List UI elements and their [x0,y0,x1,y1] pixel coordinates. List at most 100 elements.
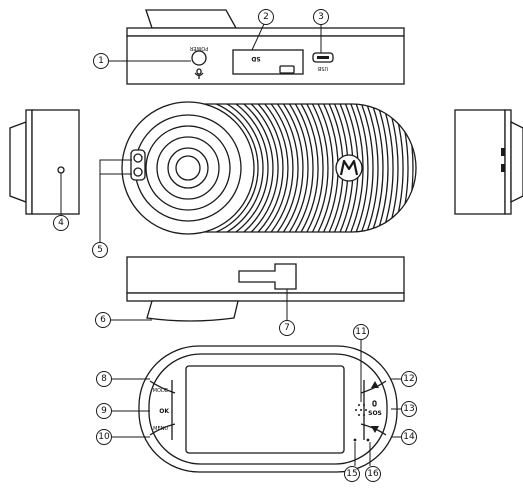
callout-3: 3 [313,9,329,25]
lens-center [175,155,201,181]
heatsink-rib [276,104,299,232]
callout-2: 2 [258,9,274,25]
heatsink-rib [250,104,279,232]
svg-text:12: 12 [403,374,414,384]
right-clip-a [501,148,505,156]
svg-text:7: 7 [284,323,290,333]
right-side-view [454,109,523,215]
heatsink-rib [300,104,319,232]
heatsink-rib [257,104,284,232]
callout-13: 13 [401,401,417,417]
svg-text:2: 2 [263,12,269,22]
left-mount [9,121,27,203]
heatsink-rib [264,104,289,232]
callout-5: 5 [92,242,108,258]
heatsink-rib [371,104,384,232]
callout-16: 16 [365,466,381,482]
top-view: POWER SD USB [126,9,405,85]
svg-text:9: 9 [101,406,107,416]
sd-latch [279,65,295,74]
sos-label: SOS [368,410,382,417]
motorola-logo-icon [335,154,363,182]
heatsink-rib [311,104,329,232]
reset-hole [57,166,65,174]
callout-11: 11 [353,324,369,340]
svg-text:15: 15 [346,469,357,479]
svg-text:13: 13 [403,404,414,414]
speaker-grille [355,404,367,416]
right-mount [510,120,523,204]
lens-glass [167,147,209,189]
callout-9: 9 [96,403,112,419]
svg-text:11: 11 [355,327,366,337]
callout-8: 8 [96,371,112,387]
callout-14: 14 [401,429,417,445]
heatsink-rib [294,104,314,232]
heatsink-rib [355,104,369,232]
status-led-a [353,438,357,442]
status-led-b [366,438,370,442]
right-clip-b [501,164,505,172]
svg-text:5: 5 [97,245,103,255]
heatsink-rib [235,104,269,232]
microphone-icon [194,68,204,79]
svg-text:6: 6 [100,315,106,325]
bottom-ridge [126,292,405,302]
heatsink-rib [306,104,324,232]
heatsink-rib [270,104,294,232]
heatsink-rib [366,104,379,232]
heatsink-rib [350,104,364,232]
heatsink-rib [216,104,259,232]
svg-text:1: 1 [98,56,104,66]
power-label: POWER [189,45,208,51]
svg-text:8: 8 [101,374,107,384]
callout-1: 1 [93,53,109,69]
gps-mount-slot [238,263,297,290]
back-view: MODE OK MENU SOS [138,345,398,473]
top-mount [145,9,238,29]
bottom-view [126,256,405,322]
usb-port-inner [317,56,329,59]
lens-ring-inner [156,136,220,200]
led-top [133,153,143,163]
triangle-down-icon [371,426,379,433]
callout-4: 4 [53,215,69,231]
svg-text:3: 3 [318,12,324,22]
heatsink-rib [382,104,394,232]
callout-7: 7 [279,320,295,336]
lens-housing [121,101,255,235]
right-ridge [504,109,512,215]
triangle-up-icon [371,381,379,388]
svg-text:10: 10 [98,432,110,442]
display-screen [185,365,345,454]
front-view [121,101,417,235]
left-side-view [9,109,80,215]
heatsink-rib [243,104,274,232]
microphone-icon-sos [372,400,377,407]
power-button [191,50,207,66]
lens-ring-mid [145,125,231,211]
bottom-mount [146,300,239,322]
leader-lines [60,23,401,466]
top-ridge [126,27,405,37]
heatsink-rib [288,104,309,232]
callout-12: 12 [401,371,417,387]
svg-text:14: 14 [403,432,415,442]
menu-label: MENU [153,426,168,432]
mode-label: MODE [153,388,168,394]
callout-15: 15 [344,466,360,482]
callout-10: 10 [96,429,112,445]
left-body [31,109,80,215]
sd-logo: SD [251,55,260,62]
heatsink-rib [360,104,374,232]
svg-text:4: 4 [58,218,64,228]
left-ridge [25,109,33,215]
ok-label: OK [159,408,169,415]
heatsink-rib [317,104,334,232]
callout-6: 6 [95,312,111,328]
right-body [454,109,506,215]
svg-text:16: 16 [367,469,379,479]
heatsink-rib [226,104,264,232]
